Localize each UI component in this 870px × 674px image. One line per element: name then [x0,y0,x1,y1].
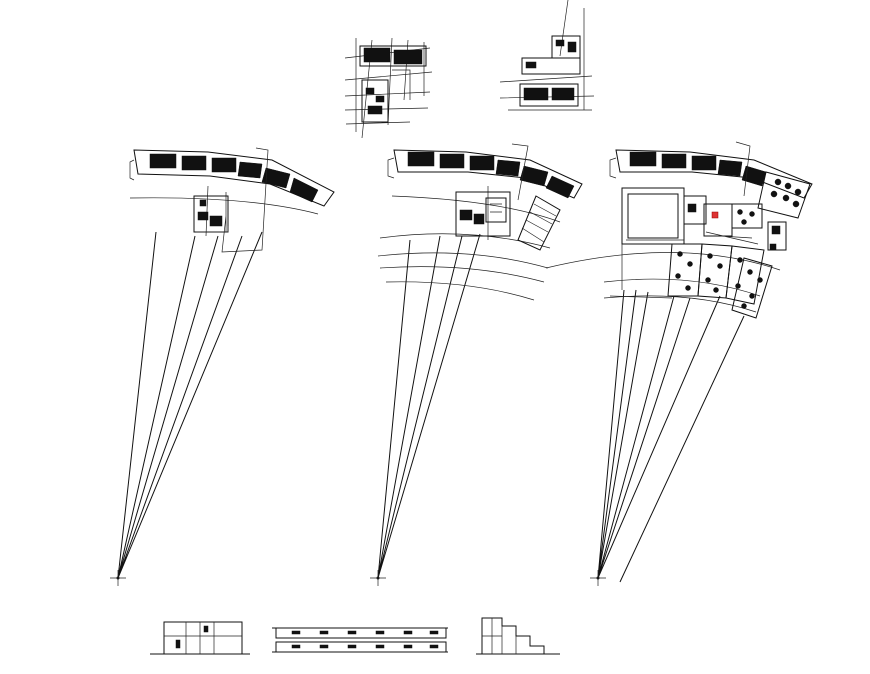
elevation-2-windows [291,630,439,649]
elevation-1 [150,621,250,655]
site-plan-2 [370,143,583,586]
partial-plan-detail-1 [344,37,433,139]
partial-plan-detail-2 [499,0,595,111]
site-plan-3 [545,141,813,586]
elevation-3 [476,617,560,655]
site-plan-1 [110,147,335,586]
elevation-2 [272,627,448,653]
